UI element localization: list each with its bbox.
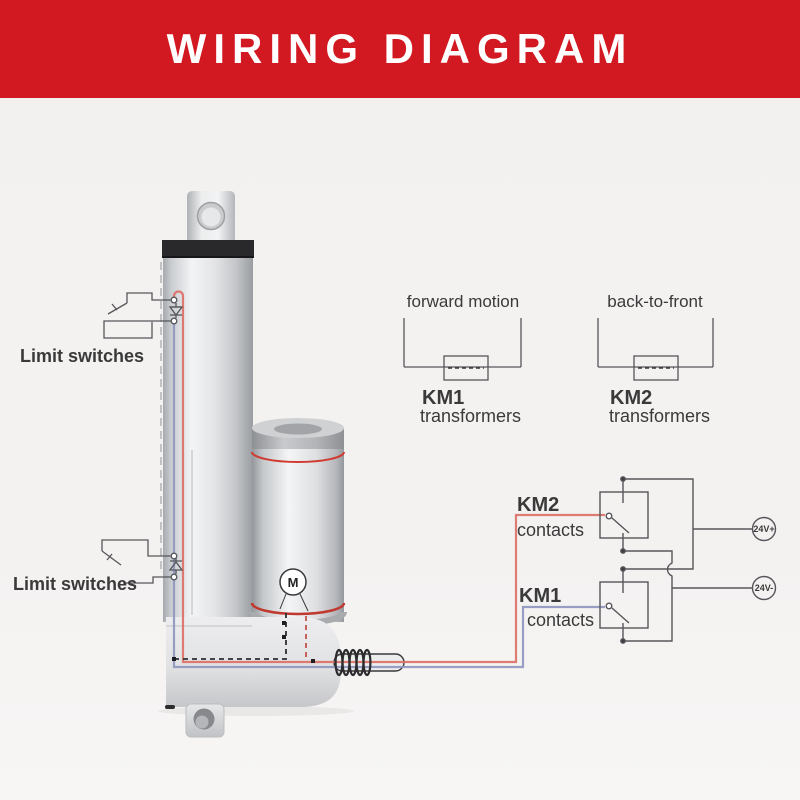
motor-label: M: [288, 575, 299, 590]
actuator-tube: [163, 240, 253, 622]
coil-box: [633, 355, 679, 381]
motor-lead-black: [176, 613, 287, 660]
terminal-circle: [170, 573, 178, 581]
limit-switches-label-top: Limit switches: [20, 346, 144, 366]
shaft-spring-coil: [334, 648, 372, 677]
contact-pivot: [605, 512, 613, 520]
km1-transformer-name: KM1: [422, 387, 464, 409]
contact-pivot: [605, 602, 613, 610]
motor-body: [252, 448, 344, 622]
motor-red-ring-top: [251, 451, 345, 463]
motor-callout: M: [279, 568, 309, 612]
wire-joint-dot: [282, 621, 286, 625]
km2-transformer-name: KM2: [610, 387, 652, 409]
transformer-symbol-km2: [597, 318, 714, 381]
motor-badge: [279, 568, 307, 596]
limit-switch-symbol-top: [103, 292, 184, 339]
motor-cap-recess: [274, 423, 322, 435]
supply-negative-label: 24V-: [755, 583, 774, 593]
back-to-front-label: back-to-front: [607, 292, 703, 311]
terminal-circle: [170, 296, 178, 304]
mounting-foot-hole-highlight: [195, 715, 209, 729]
km1-contacts-name: KM1: [519, 585, 561, 607]
supply-negative-terminal: [751, 575, 777, 601]
km1-transformer-caption: transformers: [420, 406, 521, 426]
wire-negative: [172, 322, 605, 669]
net-positive: [623, 478, 694, 570]
wire-joint-dot: [282, 635, 286, 639]
bypass-diode-bottom: [168, 560, 184, 571]
km2-contacts-caption: contacts: [517, 520, 584, 540]
forward-motion-label: forward motion: [407, 292, 519, 311]
terminal-circle: [170, 552, 178, 560]
coil-box: [443, 355, 489, 381]
tube-collar-edge: [162, 256, 254, 258]
limit-switch-symbol-bottom: [101, 539, 184, 584]
bypass-diode-top: [168, 306, 184, 317]
km2-contact-box: [599, 491, 649, 539]
terminal-circle: [170, 317, 178, 325]
housing-wire-nub: [165, 705, 175, 709]
supply-positive-terminal: [751, 516, 777, 542]
tube-collar-band: [162, 240, 254, 258]
clevis-hole-highlight: [201, 207, 221, 227]
wire-joint-dot: [311, 659, 315, 663]
km2-transformer-caption: transformers: [609, 406, 710, 426]
page-title: WIRING DIAGRAM: [166, 25, 634, 72]
net-negative: [623, 550, 673, 642]
km1-contact-box: [599, 581, 649, 629]
title-banner: WIRING DIAGRAM: [0, 0, 800, 98]
contact-circuit: [599, 476, 777, 644]
limit-switches-label-bottom: Limit switches: [13, 574, 137, 594]
supply-positive-label: 24V+: [753, 524, 774, 534]
actuator-illustration: [158, 191, 405, 738]
wire-joint-dot: [172, 657, 176, 661]
km2-contacts-name: KM2: [517, 494, 559, 516]
km1-contacts-caption: contacts: [527, 610, 594, 630]
transformer-symbol-km1: [403, 318, 522, 381]
motor-red-ring-bottom: [250, 602, 346, 616]
